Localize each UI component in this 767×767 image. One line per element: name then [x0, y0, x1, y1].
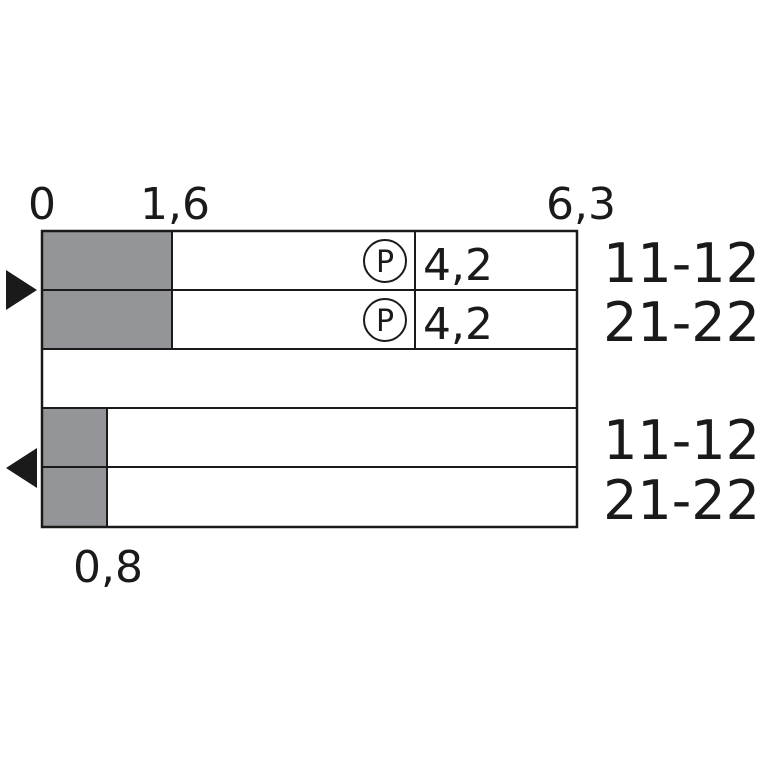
tick-label-0-8: 0,8	[73, 542, 143, 593]
tick-label-1-6: 1,6	[140, 179, 210, 230]
positive-opening-icon	[363, 239, 407, 283]
diagram-frame	[40, 229, 579, 529]
tick-label-0: 0	[28, 179, 56, 230]
reverse-row-2: 21-22	[41, 466, 760, 532]
arrow-right-icon	[6, 270, 37, 310]
positive-opening-value: 4,2	[423, 240, 493, 291]
open-contact-fill	[42, 467, 107, 527]
contact-label: 21-22	[603, 291, 760, 354]
reverse-group: 11-12 21-22	[6, 407, 760, 532]
open-contact-fill	[42, 231, 172, 290]
row-frame	[41, 407, 578, 468]
open-contact-fill	[42, 408, 107, 467]
forward-row-1: P 4,2 11-12	[41, 230, 760, 295]
row-frame	[41, 466, 578, 528]
positive-opening-icon	[363, 298, 407, 342]
open-contact-fill	[42, 290, 172, 349]
positive-opening-marker: P	[376, 304, 394, 339]
tick-label-6-3: 6,3	[546, 179, 616, 230]
separator-row	[41, 348, 578, 409]
contact-label: 11-12	[603, 409, 760, 472]
arrow-left-icon	[6, 448, 37, 488]
contact-label: 11-12	[603, 232, 760, 295]
positive-opening-marker: P	[376, 245, 394, 280]
positive-opening-value: 4,2	[423, 299, 493, 350]
contact-label: 21-22	[603, 469, 760, 532]
reverse-row-1: 11-12	[41, 407, 760, 472]
forward-row-2: P 4,2 21-22	[41, 289, 760, 354]
forward-group: P 4,2 11-12 P 4,2 21-22	[6, 230, 760, 354]
